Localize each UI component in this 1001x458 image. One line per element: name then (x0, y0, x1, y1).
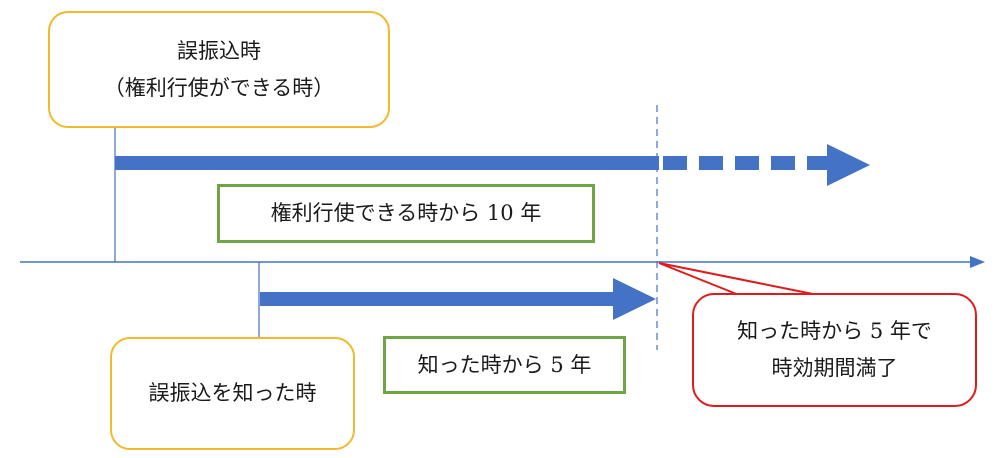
expiry-callout-pointer-outline (658, 262, 819, 296)
expiry-line-2: 時効期間満了 (771, 356, 898, 380)
transfer-time-box: 誤振込時 （権利行使ができる時） (48, 11, 390, 128)
five-year-arrowhead (613, 278, 656, 320)
transfer-time-subtitle: （権利行使ができる時） (103, 75, 335, 100)
ten-year-label-box: 権利行使できる時から 10 年 (217, 184, 595, 243)
five-year-arrow-shaft (260, 292, 614, 306)
ten-year-label: 権利行使できる時から 10 年 (270, 201, 542, 226)
ten-year-arrow-solid (115, 156, 659, 170)
ten-year-arrow-dash-1 (663, 156, 687, 170)
five-year-label: 知った時から 5 年 (417, 352, 592, 377)
ten-year-arrow-dash-4 (771, 156, 795, 170)
ten-year-arrow-dash-3 (735, 156, 759, 170)
know-time-box: 誤振込を知った時 (110, 337, 355, 450)
transfer-time-title: 誤振込時 (177, 38, 261, 63)
ten-year-arrow-dash-5 (807, 156, 827, 170)
know-time-label: 誤振込を知った時 (148, 381, 317, 406)
expiry-callout-box: 知った時から 5 年で 時効期間満了 (692, 293, 977, 407)
five-year-label-box: 知った時から 5 年 (383, 336, 626, 394)
ten-year-arrowhead (827, 144, 870, 186)
expiry-line-1: 知った時から 5 年で (737, 319, 932, 344)
timeline-axis-arrowhead (970, 256, 985, 268)
ten-year-arrow-dash-2 (699, 156, 723, 170)
